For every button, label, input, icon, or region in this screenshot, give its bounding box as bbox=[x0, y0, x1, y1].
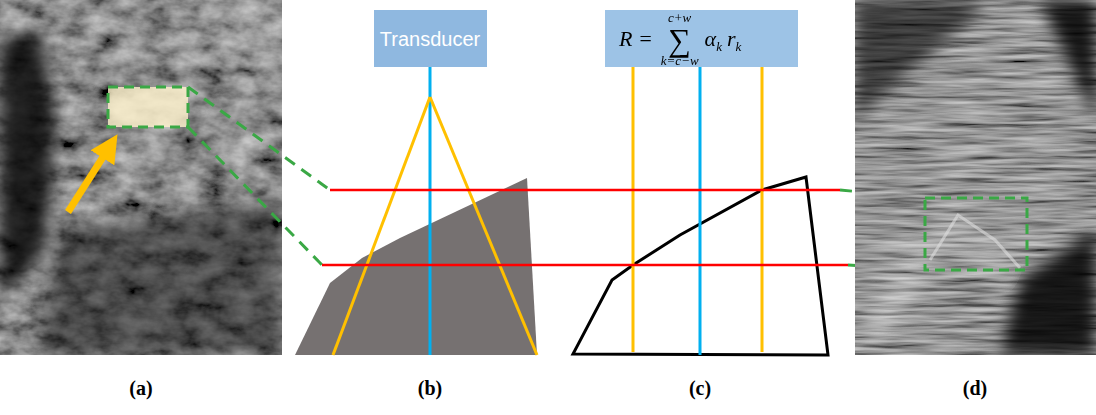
formula-box: R =c+w∑k=c−wαkrk bbox=[605, 10, 798, 67]
center-beam bbox=[429, 67, 432, 355]
zoom-line bbox=[188, 87, 330, 190]
center-line bbox=[699, 67, 702, 355]
transducer-box: Transducer bbox=[374, 10, 487, 67]
panel-label: (d) bbox=[963, 378, 987, 398]
formula-part: k=c−w bbox=[661, 54, 699, 67]
zoom-line bbox=[188, 127, 322, 265]
roi-box bbox=[925, 198, 1027, 270]
formula-part: R = bbox=[619, 28, 653, 50]
formula-part: ∑ bbox=[668, 24, 691, 56]
beam-edge bbox=[333, 97, 430, 355]
depth-line bbox=[330, 189, 840, 192]
roi-box bbox=[108, 87, 188, 127]
box-label: Transducer bbox=[380, 29, 480, 49]
scan-line bbox=[761, 67, 764, 352]
scan-line bbox=[632, 67, 635, 352]
formula-part: k bbox=[735, 40, 741, 53]
panel-label: (c) bbox=[689, 378, 711, 398]
ultrasound-image-d bbox=[855, 0, 1096, 355]
panel-label: (b) bbox=[418, 378, 442, 398]
highlight-region bbox=[108, 87, 188, 127]
formula-part: α bbox=[705, 28, 717, 50]
beam-edge bbox=[430, 97, 537, 355]
pointer-arrow bbox=[68, 146, 110, 212]
formula-part: r bbox=[727, 28, 736, 50]
formula-part: c+w bbox=[668, 11, 691, 24]
depth-line bbox=[322, 264, 848, 267]
ultrasound-image-a bbox=[0, 0, 282, 355]
panel-label: (a) bbox=[129, 378, 152, 398]
formula-part: k bbox=[716, 40, 722, 53]
